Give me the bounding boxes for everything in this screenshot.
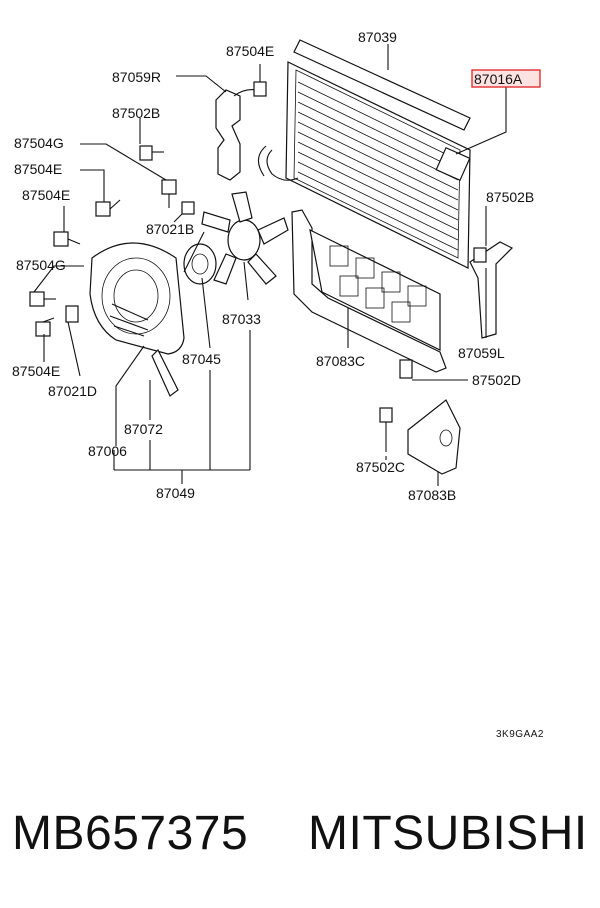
plate-87083b: [407, 399, 461, 475]
parts-diagram: 87039 87504E 87016A 87059R 87502B 87504G…: [12, 29, 544, 740]
clip-87502c: [379, 407, 393, 452]
brand-name: MITSUBISHI: [308, 807, 588, 860]
bolt-87504e-left2: [53, 231, 81, 247]
label-87006: 87006: [88, 443, 127, 459]
label-87504e-1: 87504E: [14, 161, 62, 177]
label-87045: 87045: [182, 351, 221, 367]
label-87504g-2: 87504G: [16, 257, 66, 273]
lower-cover-87083c: [291, 209, 447, 373]
bracket-87059r: [215, 89, 259, 181]
fan-shroud: [89, 242, 185, 397]
fan-motor: [183, 243, 217, 285]
seal-strip: [293, 39, 471, 131]
label-87504e-2: 87504E: [22, 187, 70, 203]
label-87016a[interactable]: 87016A: [474, 71, 523, 87]
highlight-box: [471, 69, 541, 88]
label-87504g-1: 87504G: [14, 135, 64, 151]
label-87059l: 87059L: [458, 345, 505, 361]
label-87083b: 87083B: [408, 487, 456, 503]
bracket-87059l: [469, 241, 514, 339]
label-87039: 87039: [358, 29, 397, 45]
label-87502c: 87502C: [356, 459, 405, 475]
footer: MB657375 MITSUBISHI: [0, 800, 600, 880]
diagram-code: 3K9GAA2: [496, 729, 544, 740]
label-87504e-top: 87504E: [226, 43, 274, 59]
label-87504e-3: 87504E: [12, 363, 60, 379]
label-87033: 87033: [222, 311, 261, 327]
label-87502b-left: 87502B: [112, 105, 160, 121]
bolt-87504g-upper: [161, 179, 177, 208]
bolt-87504e-top: [253, 64, 267, 97]
connector-87021d: [65, 305, 79, 323]
label-87049: 87049: [156, 485, 195, 501]
bolt-87504e-lower: [35, 317, 55, 337]
label-87059r: 87059R: [112, 69, 161, 85]
bolt-87504e-left1: [95, 199, 121, 217]
label-87021d: 87021D: [48, 383, 97, 399]
bolt-87504g-lower: [29, 291, 56, 307]
label-87072: 87072: [124, 421, 163, 437]
leader-lines: [33, 44, 507, 486]
part-number: MB657375: [12, 807, 249, 860]
label-87021b: 87021B: [146, 221, 194, 237]
connector-87021b: [173, 201, 195, 223]
label-87502d: 87502D: [472, 372, 521, 388]
fan-blade: [201, 191, 289, 285]
clip-87502b-left: [139, 145, 164, 161]
condenser: [257, 61, 471, 269]
label-87502b-right: 87502B: [486, 189, 534, 205]
label-87083c: 87083C: [316, 353, 365, 369]
clip-87502d: [399, 359, 413, 379]
